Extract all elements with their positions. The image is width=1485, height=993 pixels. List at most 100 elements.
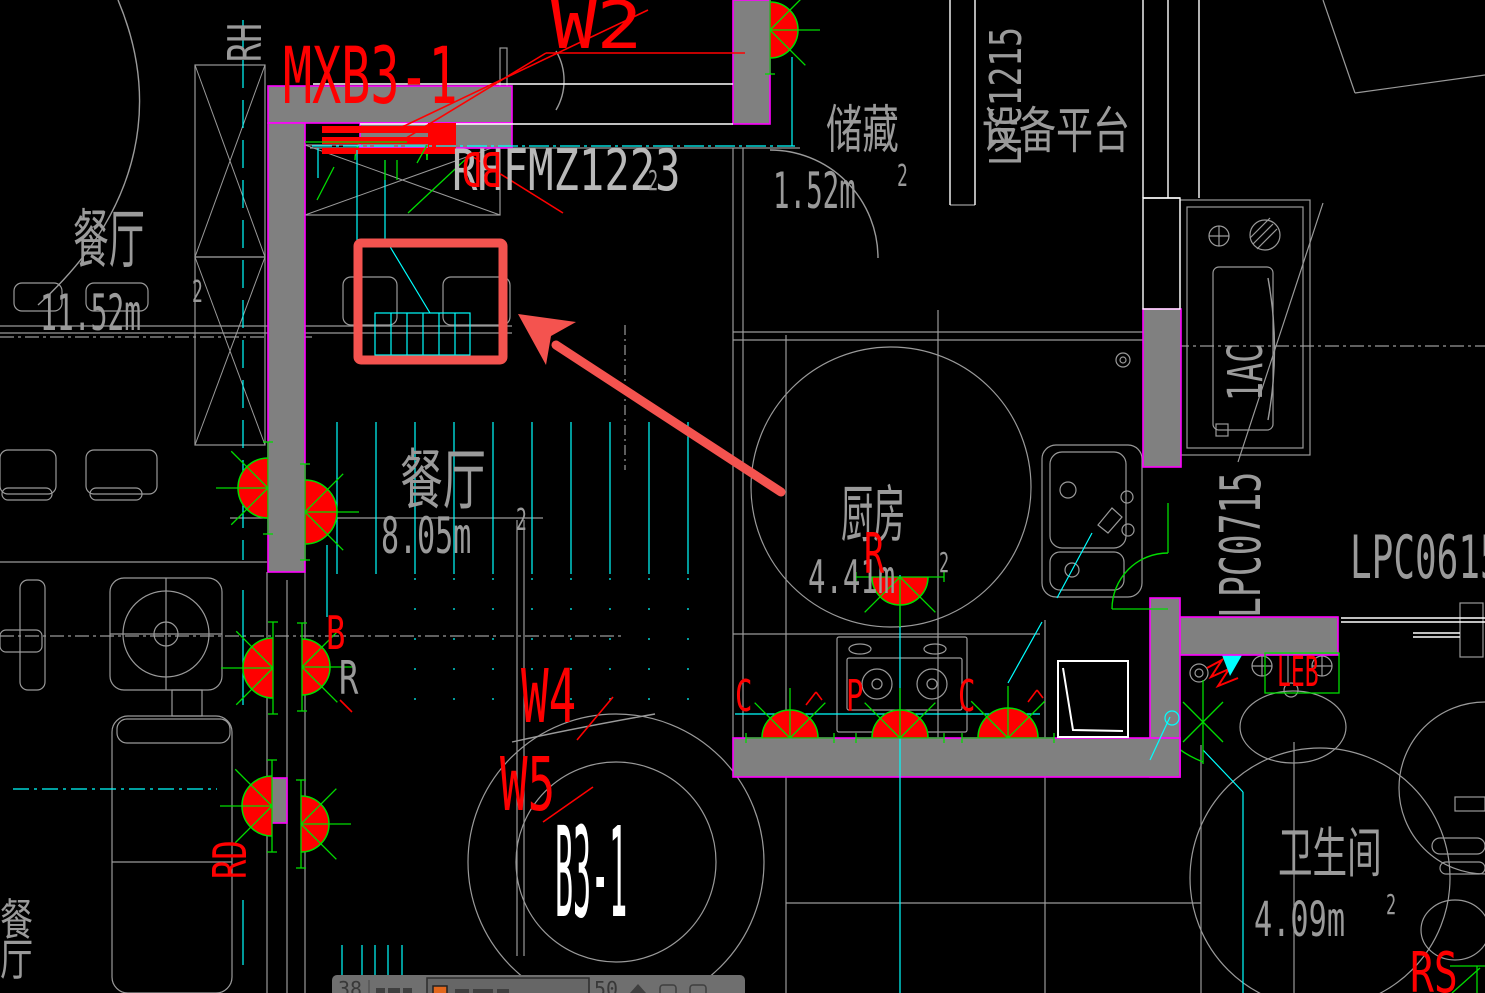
plan-circle xyxy=(515,761,717,963)
label-1ac: 1AC xyxy=(1217,344,1274,401)
plan-circle xyxy=(1189,747,1451,993)
g-line xyxy=(1237,202,1324,463)
alarm-tick xyxy=(301,666,338,703)
alarm-tick xyxy=(230,450,269,489)
wall-segment xyxy=(1142,308,1182,468)
red-line xyxy=(1027,689,1038,703)
furniture-outline xyxy=(442,276,511,326)
label-r-gray: R xyxy=(339,652,358,705)
label-w2: W2 xyxy=(551,0,642,64)
red-line xyxy=(542,786,594,823)
cy-line xyxy=(1056,532,1093,599)
plan-ellipse xyxy=(923,643,947,655)
g-line xyxy=(1256,228,1278,250)
red-line xyxy=(461,149,564,214)
plan-circle xyxy=(1283,682,1299,698)
arrow-up-icon[interactable] xyxy=(630,984,646,993)
annotation-arrow-shaft xyxy=(551,340,786,497)
room-equipment-platform: 设备平台 xyxy=(982,103,1130,161)
label-rd: RD xyxy=(204,840,257,879)
alarm-tick xyxy=(769,29,806,66)
dim-2: 2 xyxy=(648,166,658,198)
alarm-tick xyxy=(234,768,273,807)
label-lpc0715: LPC0715 xyxy=(1208,472,1273,618)
alarm-device-icon xyxy=(300,463,359,561)
furniture-outline xyxy=(1049,551,1125,591)
label-lpc0615: LPC0615 xyxy=(1350,522,1485,592)
plan-circle xyxy=(1208,225,1230,247)
radiator-outline xyxy=(374,312,471,356)
red-line xyxy=(399,9,649,129)
alarm-tick xyxy=(864,576,901,613)
plan-circle xyxy=(871,678,883,690)
plan-circle xyxy=(1398,701,1485,875)
label-c-left: C xyxy=(735,670,752,722)
alarm-device-icon xyxy=(855,688,945,743)
cy-line xyxy=(1007,621,1043,684)
furniture-outline xyxy=(1431,837,1485,855)
toolbar-glyph[interactable] xyxy=(376,988,385,993)
alarm-device-icon xyxy=(221,621,278,715)
toolbar-glyph[interactable] xyxy=(388,988,400,993)
plan-circle xyxy=(1311,655,1333,677)
wall-segment xyxy=(1179,616,1339,656)
alarm-device-icon xyxy=(216,441,273,535)
plan-path xyxy=(511,713,656,743)
plan-path xyxy=(769,149,879,259)
label-lpc1215: LPC1215 xyxy=(981,27,1032,166)
alarm-tick xyxy=(970,700,1009,739)
label-rs: RS xyxy=(1410,941,1458,993)
alarm-tick xyxy=(899,576,936,613)
annotation-arrow-head xyxy=(518,314,576,365)
furniture-outline xyxy=(1041,444,1143,598)
plan-circle xyxy=(467,713,765,993)
label-leb: LEB xyxy=(1277,648,1319,696)
toolbar-glyph[interactable] xyxy=(403,988,412,993)
room-partial: 厅 xyxy=(0,935,33,986)
red-line xyxy=(402,52,547,141)
plan-circle xyxy=(1119,356,1127,364)
label-p: P xyxy=(846,670,863,722)
plan-path xyxy=(1206,657,1239,689)
plan-circle xyxy=(1115,352,1131,368)
room-kitchen: 厨房 xyxy=(841,478,905,551)
plan-circle xyxy=(916,668,948,700)
crossed-box-frame xyxy=(194,256,266,446)
superscript-2: 2 xyxy=(516,502,527,537)
furniture-outline xyxy=(85,282,149,312)
plan-circle xyxy=(861,668,893,700)
toolbar-button[interactable] xyxy=(689,984,707,993)
red-line xyxy=(1036,689,1044,699)
plan-circle xyxy=(926,678,938,690)
furniture-outline xyxy=(13,282,63,312)
alarm-tick xyxy=(304,511,344,551)
furniture-outline xyxy=(342,276,398,326)
plan-circle xyxy=(1059,481,1077,499)
alarm-tick xyxy=(1007,700,1046,739)
plan-ellipse xyxy=(1420,899,1485,961)
room-dining-left: 餐厅 xyxy=(73,204,145,278)
plan-path xyxy=(37,0,141,306)
plan-path xyxy=(1062,667,1124,732)
furniture-outline xyxy=(85,449,158,495)
layer-label-glyph xyxy=(497,989,509,993)
furniture-outline xyxy=(89,487,143,501)
cy-line xyxy=(1202,749,1244,793)
cyan-circle xyxy=(1164,710,1180,726)
alarm-device-icon xyxy=(220,759,277,853)
toolbar-button[interactable] xyxy=(659,984,677,993)
gn-line xyxy=(407,156,469,214)
layer-color-swatch[interactable] xyxy=(432,985,448,993)
label-rhfmz1223: RHFMZ1223 xyxy=(452,137,680,204)
plan-circle xyxy=(1120,490,1134,504)
red-line xyxy=(339,699,353,713)
plan-ellipse xyxy=(848,643,872,655)
furniture-outline xyxy=(0,629,43,653)
fire-hydrant-stripe xyxy=(322,148,455,154)
superscript-2: 2 xyxy=(192,274,203,309)
furniture-outline xyxy=(111,715,233,993)
fire-hydrant-stripe xyxy=(322,137,455,144)
alarm-tick xyxy=(301,631,338,668)
